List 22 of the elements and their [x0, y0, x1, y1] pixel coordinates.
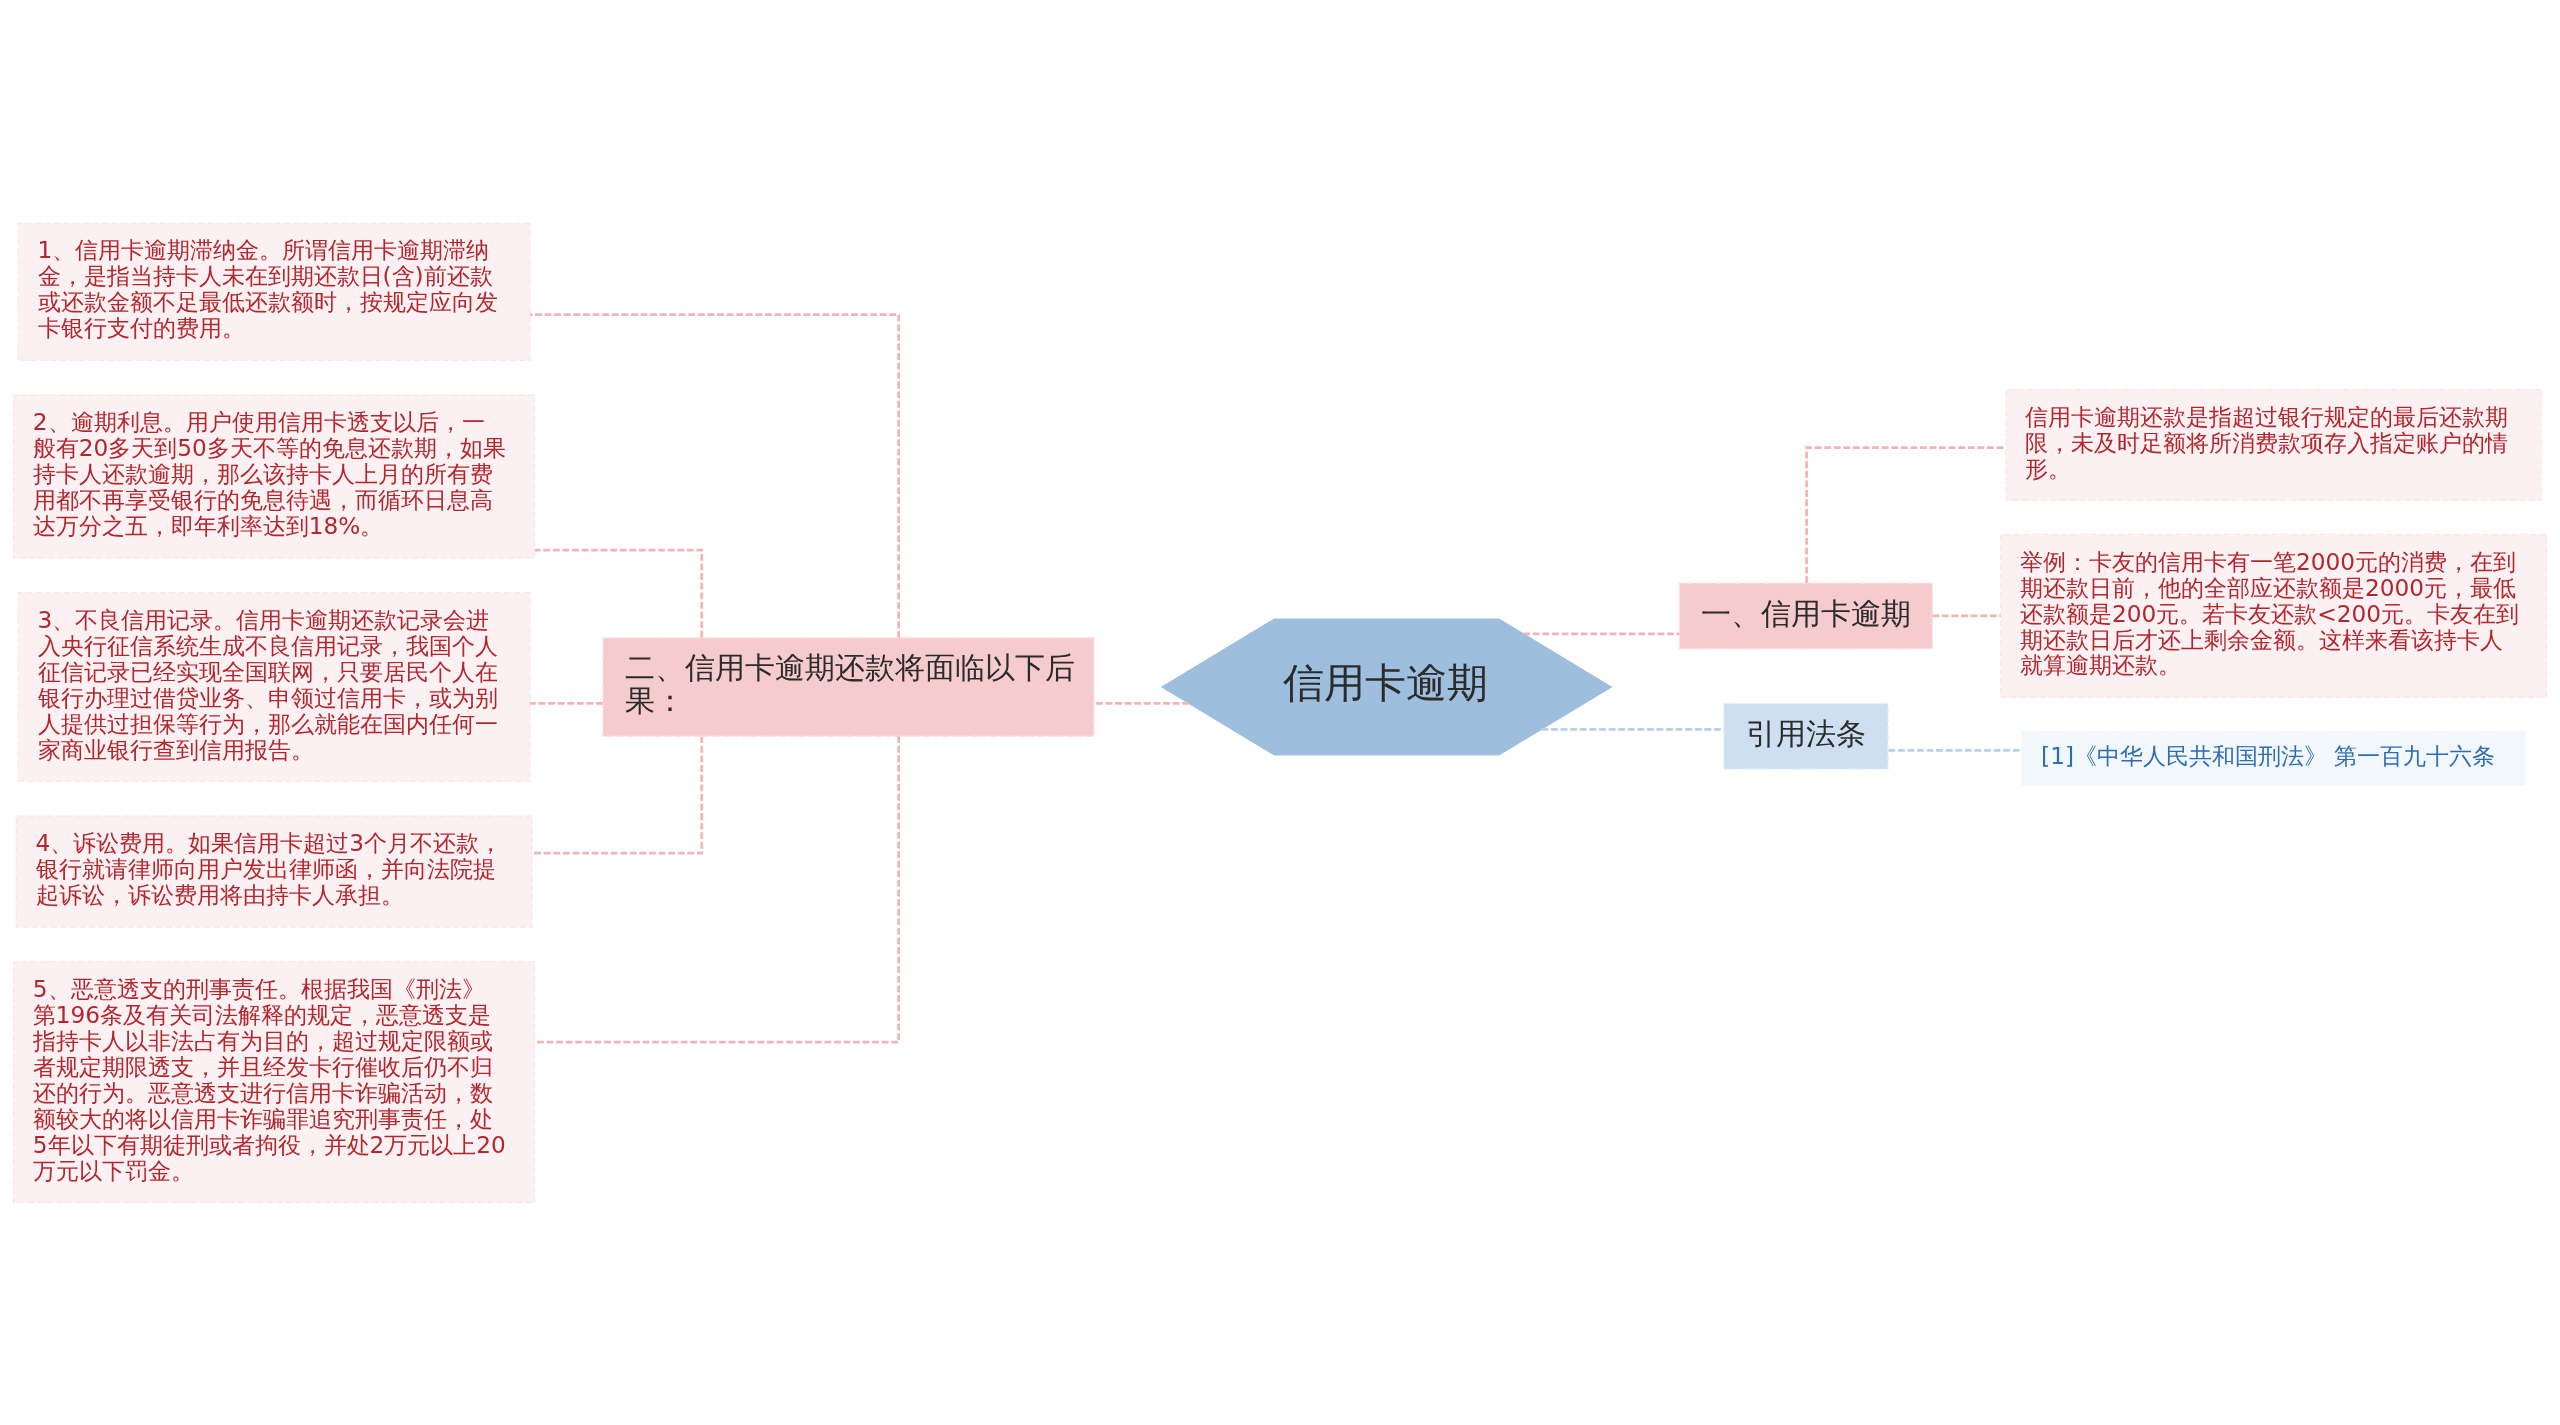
connector [1541, 727, 1724, 731]
node-box: 引用法条 [1723, 702, 1889, 770]
connector [532, 735, 704, 855]
node-box: 信用卡逾期还款是指超过银行规定的最后还款期限，未及时足额将所消费款项存入指定账户的情形。 [2005, 388, 2542, 501]
node-box: 二、信用卡逾期还款将面临以下后果： [602, 636, 1095, 737]
connector [1888, 748, 2022, 752]
node-box: 4、诉讼费用。如果信用卡超过3个月不还款，银行就请律师向用户发出律师函，并向法院提起诉讼，诉讼费用将由持卡人承担。 [15, 815, 533, 928]
connector [1094, 701, 1189, 705]
node-box: 1、信用卡逾期滞纳金。所谓信用卡逾期滞纳金，是指当持卡人未在到期还款日(含)前还款或还款金额不足最低还款额时，按规定应向发卡银行支付的费用。 [17, 222, 531, 361]
connector [1523, 631, 1680, 635]
node-box: 一、信用卡逾期 [1678, 581, 1934, 649]
connector [529, 312, 900, 638]
connector [534, 735, 900, 1043]
connector [1932, 614, 2001, 617]
connector [530, 701, 603, 705]
node-box: 2、逾期利息。用户使用信用卡透支以后，一般有20多天到50多天不等的免息还款期，如果持卡人还款逾期，那么该持卡人上月的所有费用都不再享受银行的免息待遇，而循环日息高达万分之五，即年利率达到18%。 [12, 393, 536, 558]
node-box: 3、不良信用记录。信用卡逾期还款记录会进入央行征信系统生成不良信用记录，我国个人征信记录已经实现全国联网，只要居民个人在银行办理过借贷业务、申领过信用卡，或为别人提供过担保等行为，那么就能在国内任何一家商业银行查到信用报告。 [17, 591, 531, 782]
connector [535, 548, 704, 638]
node-box: 举例：卡友的信用卡有一笔2000元的消费，在到期还款日前，他的全部应还款额是2000元，最低还款额是200元。若卡友还款<200元。卡友在到期还款日后才还上剩余金额。这样来看该持卡人就算逾期还款。 [2000, 533, 2548, 698]
node-box: [1]《中华人民共和国刑法》 第一百九十六条 [2021, 730, 2526, 785]
node-box: 5、恶意透支的刑事责任。根据我国《刑法》第196条及有关司法解释的规定，恶意透支是指持卡人以非法占有为目的，超过规定限额或者规定期限透支，并且经发卡行催收后仍不归还的行为。恶意透支进行信用卡诈骗活动，数额较大的将以信用卡诈骗罪追究刑事责任，处5年以下有期徒刑或者拘役，并处2万元以上20万元以下罚金。 [12, 960, 536, 1203]
connector [1805, 445, 2006, 583]
